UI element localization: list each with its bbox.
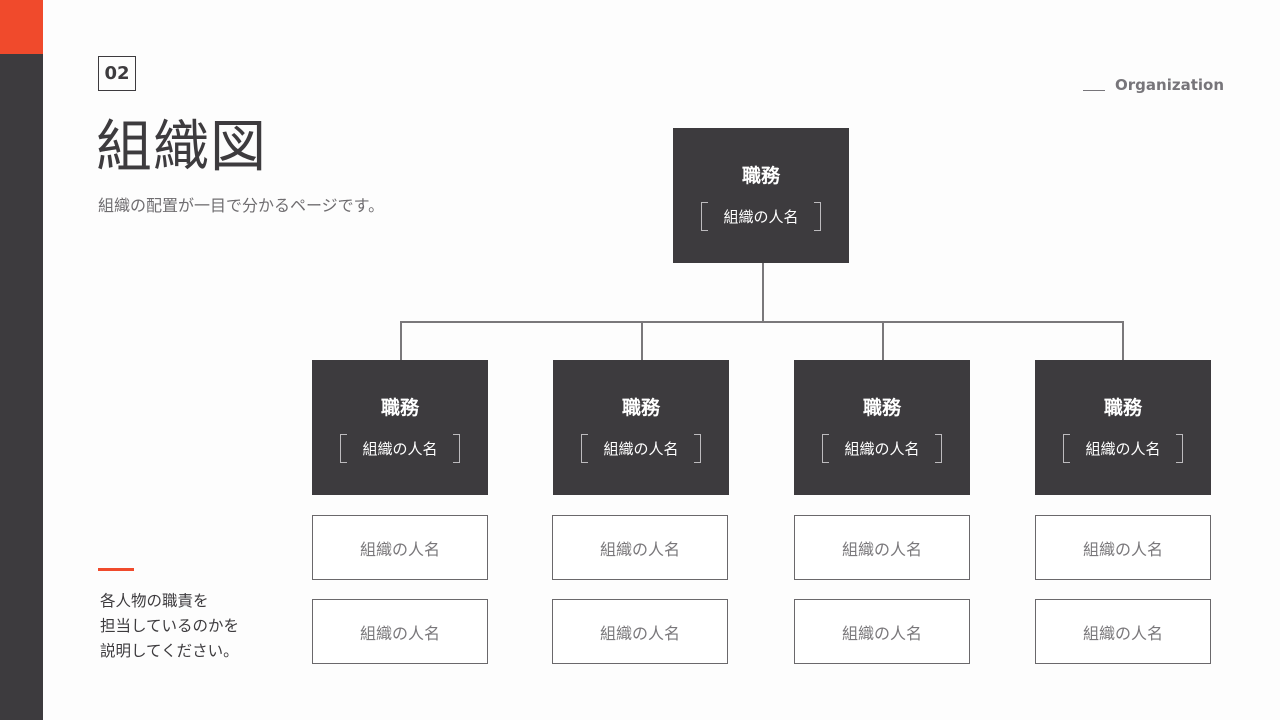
member-box: 組織の人名	[794, 599, 970, 664]
section-label-text: Organization	[1115, 76, 1224, 94]
person-name: 組織の人名	[701, 201, 821, 231]
dept-box-3: 職務 組織の人名	[794, 360, 970, 495]
section-label: Organization	[1083, 76, 1224, 94]
connector-dept-4	[1122, 321, 1124, 360]
connector-dept-3	[882, 321, 884, 360]
note-accent-rule	[98, 568, 134, 571]
dept-box-1: 職務 組織の人名	[312, 360, 488, 495]
connector-dept-2	[641, 321, 643, 360]
member-box: 組織の人名	[552, 599, 728, 664]
page-subtitle: 組織の配置が一目で分かるページです。	[98, 196, 385, 215]
dept-box-4: 職務 組織の人名	[1035, 360, 1211, 495]
connector-dept-1	[400, 321, 402, 360]
org-root-box: 職務 組織の人名	[673, 128, 849, 263]
role-label: 職務	[621, 396, 660, 419]
member-box: 組織の人名	[312, 599, 488, 664]
connector-horizontal	[400, 321, 1123, 323]
connector-root	[762, 263, 764, 322]
member-box: 組織の人名	[312, 515, 488, 580]
role-label: 職務	[741, 164, 780, 187]
role-label: 職務	[862, 396, 901, 419]
sidebar	[0, 54, 43, 720]
person-name: 組織の人名	[581, 433, 701, 463]
dept-box-2: 職務 組織の人名	[553, 360, 729, 495]
page-title: 組織図	[96, 115, 267, 180]
person-name: 組織の人名	[822, 433, 942, 463]
sidebar-accent	[0, 0, 43, 54]
member-box: 組織の人名	[1035, 599, 1211, 664]
member-box: 組織の人名	[1035, 515, 1211, 580]
note-text: 各人物の職責を 担当しているのかを 説明してください。	[100, 592, 240, 660]
member-box: 組織の人名	[552, 515, 728, 580]
member-box: 組織の人名	[794, 515, 970, 580]
person-name: 組織の人名	[340, 433, 460, 463]
role-label: 職務	[380, 396, 419, 419]
person-name: 組織の人名	[1063, 433, 1183, 463]
role-label: 職務	[1103, 396, 1142, 419]
page-number: 02	[98, 56, 136, 91]
dash-icon	[1083, 89, 1106, 91]
